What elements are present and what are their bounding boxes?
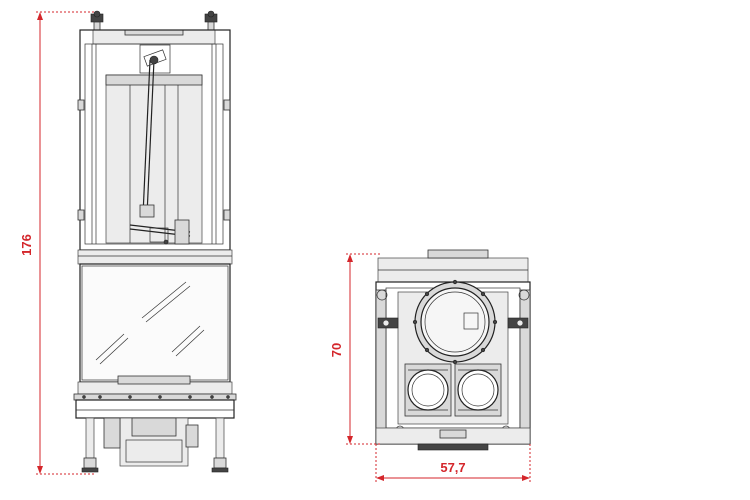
right-air-duct [454, 363, 502, 417]
glass-reflection [95, 281, 205, 365]
flue-outlet [412, 279, 498, 365]
base-screws [82, 395, 230, 399]
left-adjustable-leg [81, 417, 99, 473]
front-view [73, 10, 237, 473]
left-lifting-handle [90, 10, 104, 33]
right-lifting-handle [204, 10, 218, 33]
right-adjustable-leg [211, 417, 229, 473]
dimension-lines [36, 11, 531, 482]
depth-dimension-label: 70 [329, 343, 344, 357]
door-top-band [77, 249, 233, 265]
lifting-mechanism [129, 44, 191, 245]
counterweight-housing [105, 74, 203, 244]
base-plinth [75, 399, 235, 419]
glass-door [79, 263, 231, 383]
width-dimension-label: 57,7 [440, 460, 465, 475]
left-air-duct [404, 363, 452, 417]
top-view [375, 249, 531, 451]
height-dimension-label: 176 [19, 234, 34, 256]
